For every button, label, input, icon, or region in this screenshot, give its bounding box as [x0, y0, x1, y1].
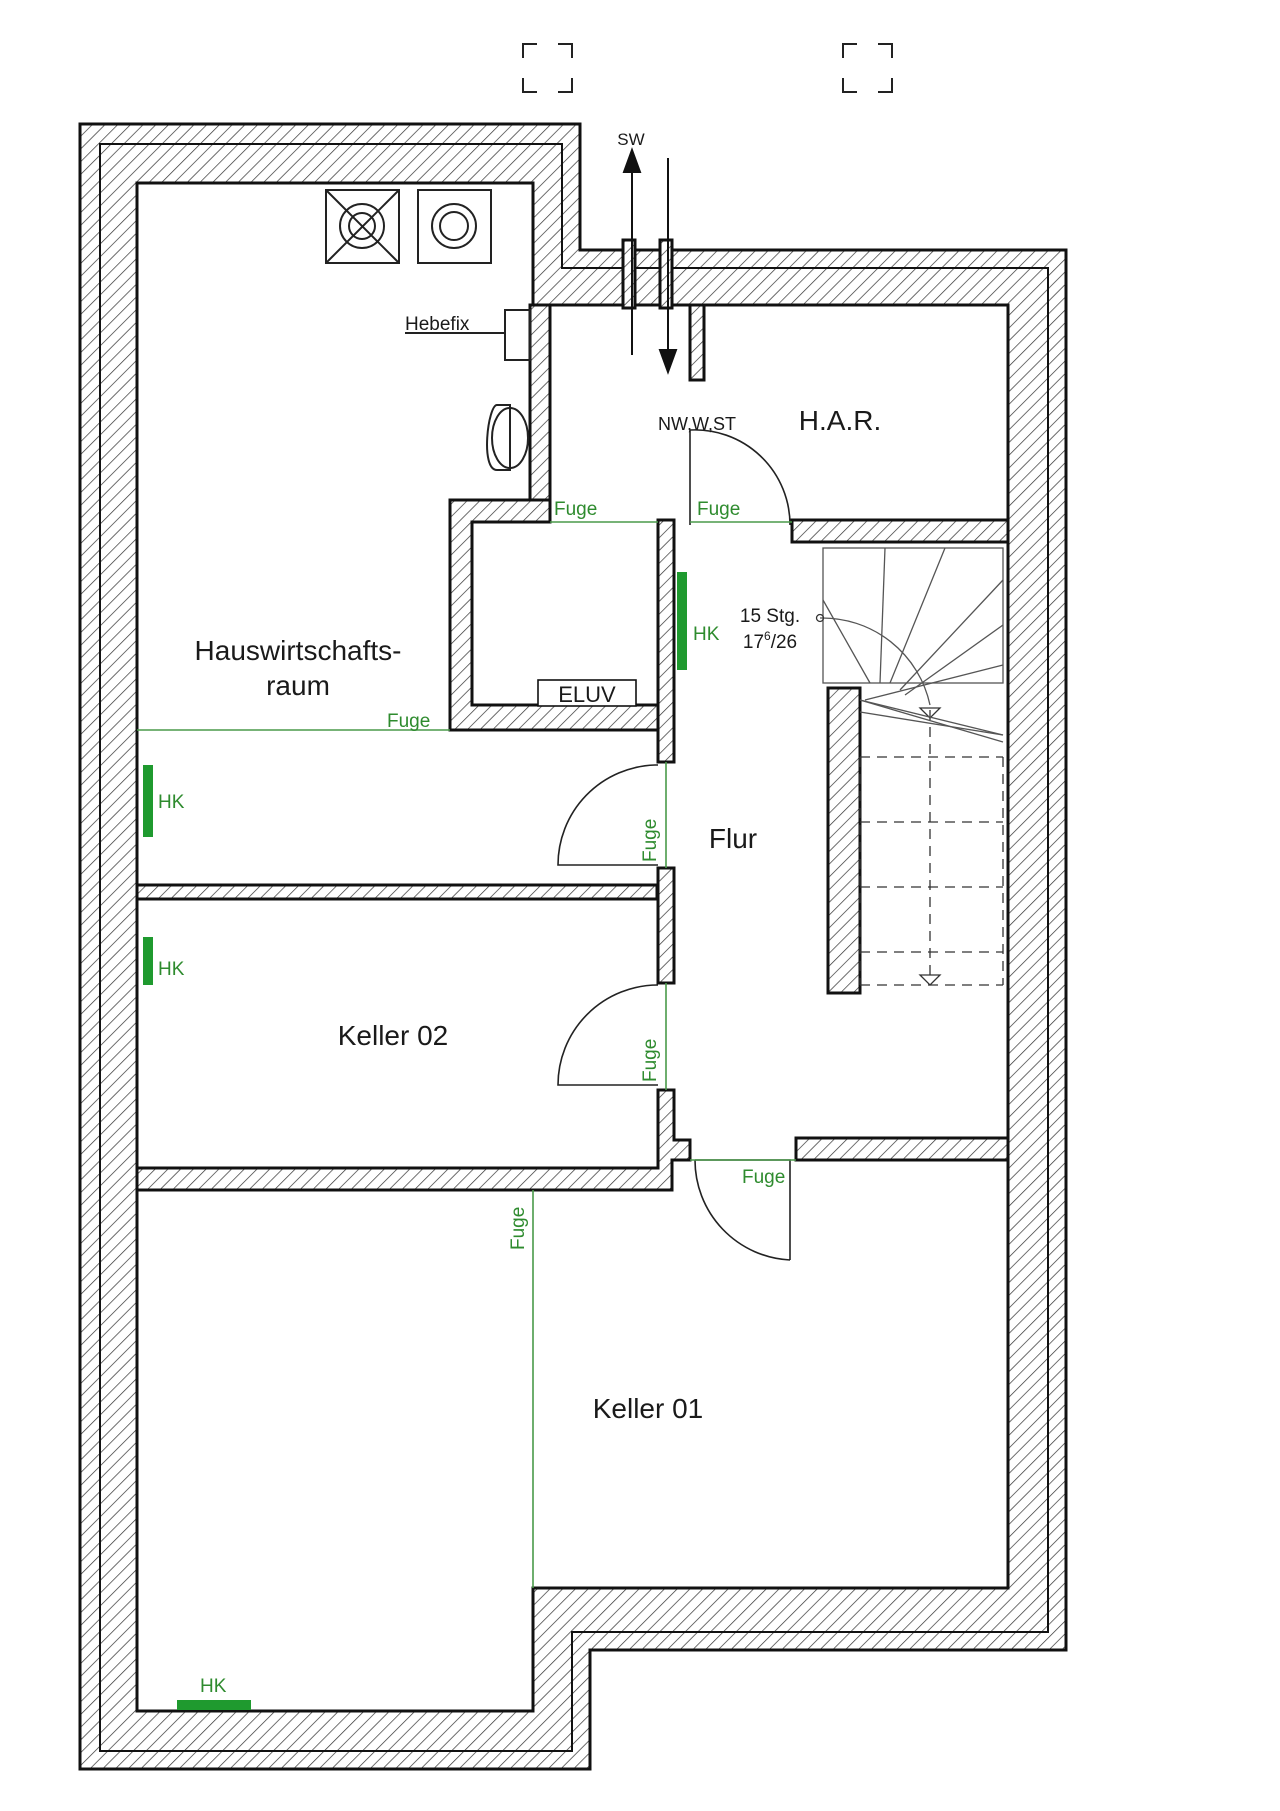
room-har: H.A.R.: [799, 405, 881, 436]
eluv-box: [537, 679, 637, 707]
outer-wall: [78, 122, 1068, 1771]
fuge-label-2: Fuge: [697, 499, 740, 520]
interior-walls: [135, 238, 1010, 1192]
sink-icon: [486, 404, 511, 471]
label-stairs-ratio: 176/26: [743, 629, 797, 653]
radiator-flur: [677, 572, 687, 670]
radiator-keller02: [143, 937, 153, 985]
hebefix-icon: [504, 309, 531, 361]
room-hauswirtschaft-line2: raum: [266, 670, 330, 701]
dryer-icon: [417, 189, 492, 264]
hk-label-hwr: HK: [158, 792, 185, 813]
fuge-label-7: Fuge: [508, 1207, 529, 1250]
outer-wall-inner-line: [99, 143, 1049, 1752]
room-hauswirtschaft-line1: Hauswirtschafts-: [195, 635, 402, 666]
room-keller02: Keller 02: [338, 1020, 449, 1051]
heating-elements: [143, 572, 687, 1710]
radiator-hwr: [143, 765, 153, 837]
fuge-label-4: Fuge: [640, 819, 661, 862]
label-hebefix: Hebefix: [405, 314, 470, 335]
radiator-keller01: [177, 1700, 251, 1710]
label-eluv: ELUV: [558, 682, 616, 707]
washer-icon: [325, 189, 400, 264]
expansion-joints: [137, 521, 796, 1588]
appliances: [325, 189, 531, 471]
fuge-label-1: Fuge: [554, 499, 597, 520]
label-sw: SW: [617, 130, 644, 149]
fuge-label-5: Fuge: [640, 1039, 661, 1082]
fuge-label-6: Fuge: [742, 1167, 785, 1188]
label-stairs-count: 15 Stg.: [740, 606, 800, 627]
hk-label-keller01: HK: [200, 1676, 227, 1697]
top-markers: [522, 43, 893, 93]
hk-label-keller02: HK: [158, 959, 185, 980]
room-flur: Flur: [709, 823, 757, 854]
fuge-label-3: Fuge: [387, 711, 430, 732]
pipe-arrows: [622, 147, 678, 375]
label-nw-w-st: NW,W,ST: [658, 414, 736, 434]
room-keller01: Keller 01: [593, 1393, 704, 1424]
hk-label-flur: HK: [693, 624, 720, 645]
staircase: [815, 547, 1004, 986]
